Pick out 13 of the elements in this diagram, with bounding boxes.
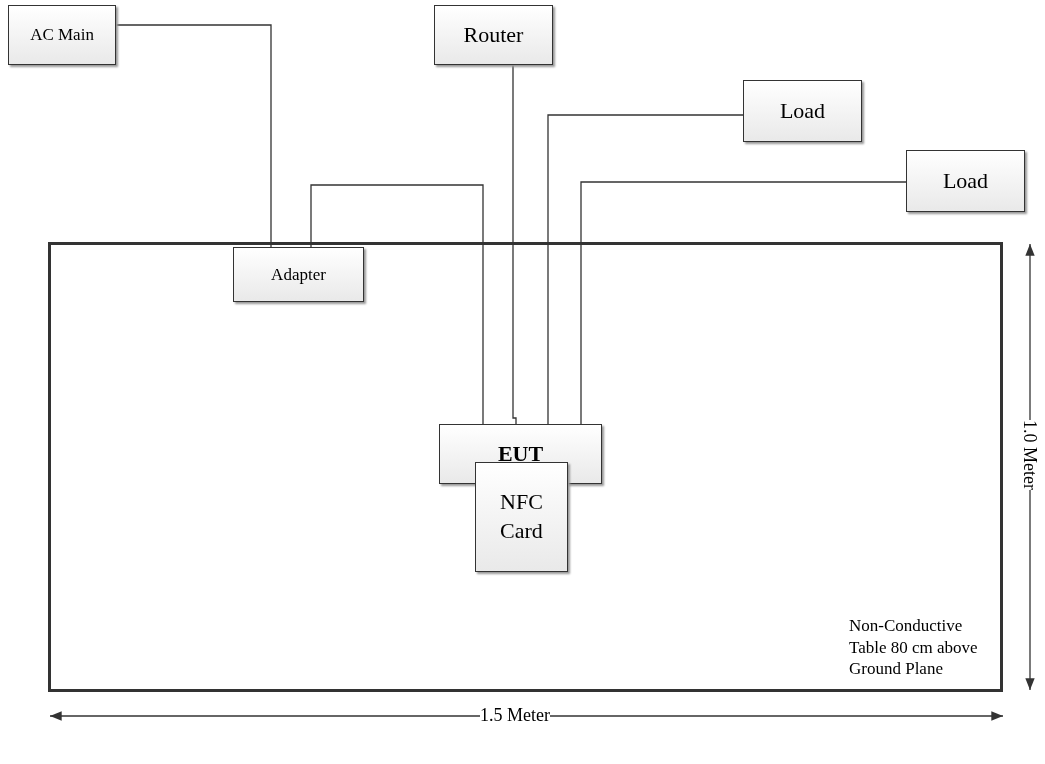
device-box: Router [434,5,553,65]
table-note: Non-Conductive Table 80 cm above Ground Plane [849,615,979,679]
device-box: Load [906,150,1025,212]
device-box: AC Main [8,5,116,65]
device-box: Adapter [233,247,364,302]
device-box: NFC Card [475,462,568,572]
cable-line [547,114,744,425]
device-box: Load [743,80,862,142]
cable-line [512,64,517,425]
cable-line [580,181,907,425]
cable-line [115,24,272,248]
cable-line [310,184,484,425]
table-outline [48,242,1003,692]
